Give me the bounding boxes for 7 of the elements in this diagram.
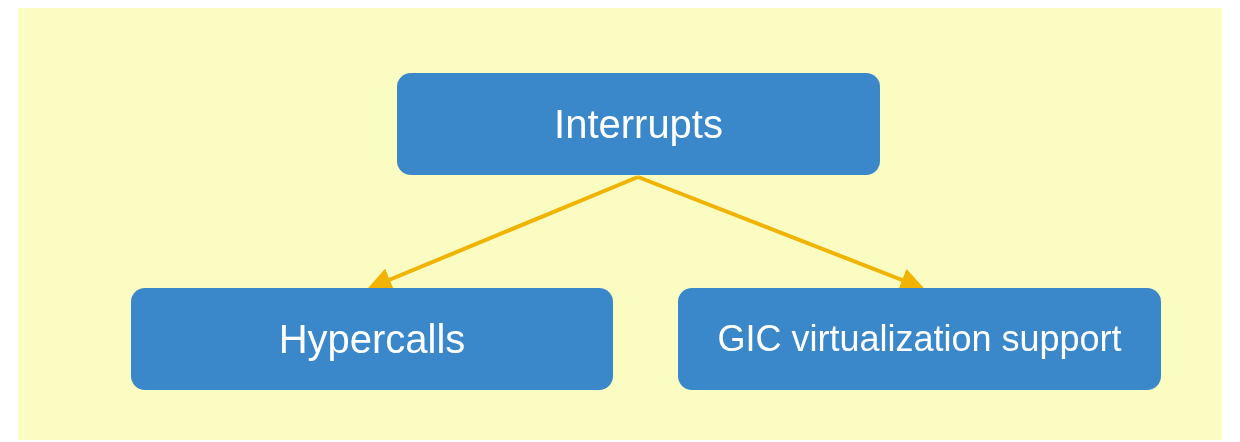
process-box [397, 73, 880, 175]
arrow [367, 175, 639, 291]
box-label: Interrupts [554, 102, 723, 146]
box-label: GIC virtualization support [717, 319, 1122, 359]
process-box [678, 288, 1161, 390]
box-label: Hypercalls [278, 317, 466, 361]
process-box [131, 288, 613, 390]
